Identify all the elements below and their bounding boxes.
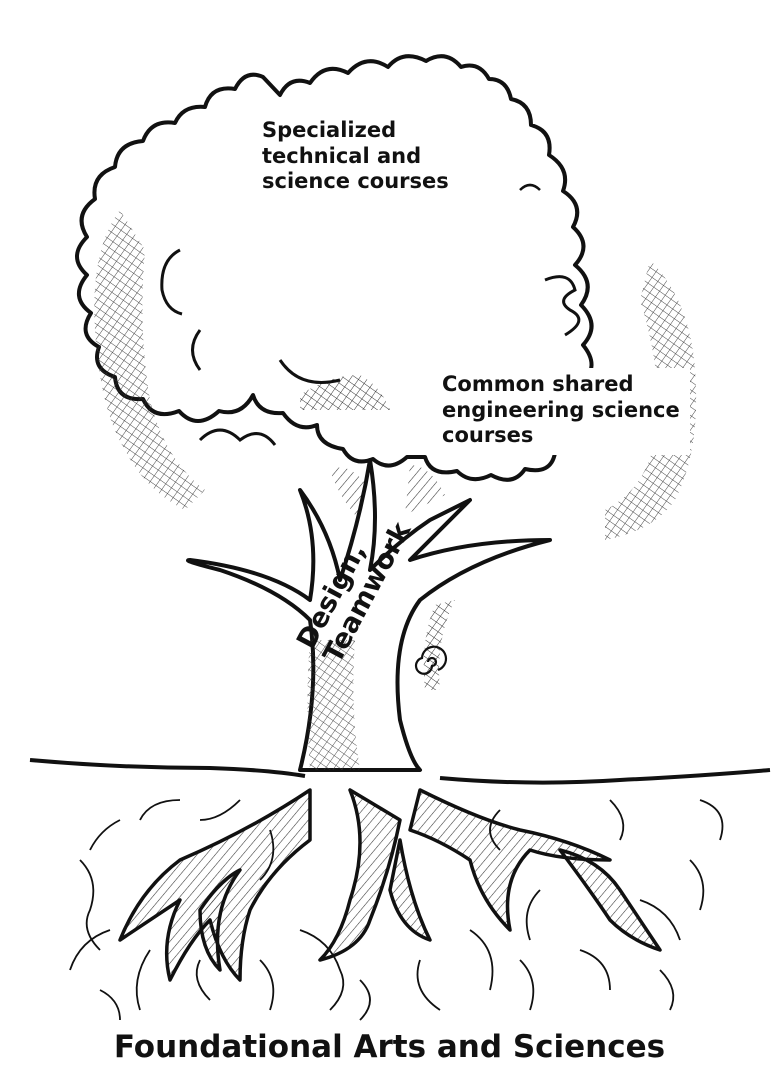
crown-lower-label-line: engineering science xyxy=(442,398,680,424)
crown-lower-label-line: Common shared xyxy=(442,372,680,398)
tree-roots xyxy=(120,790,660,980)
crown-top-label-line: science courses xyxy=(262,169,449,195)
roots-label: Foundational Arts and Sciences xyxy=(0,1032,779,1063)
crown-top-label: Specialized technical and science course… xyxy=(262,118,449,195)
crown-lower-label: Common shared engineering science course… xyxy=(432,368,690,455)
crown-top-label-line: Specialized xyxy=(262,118,449,144)
crown-top-label-line: technical and xyxy=(262,144,449,170)
crown-lower-label-line: courses xyxy=(442,423,680,449)
